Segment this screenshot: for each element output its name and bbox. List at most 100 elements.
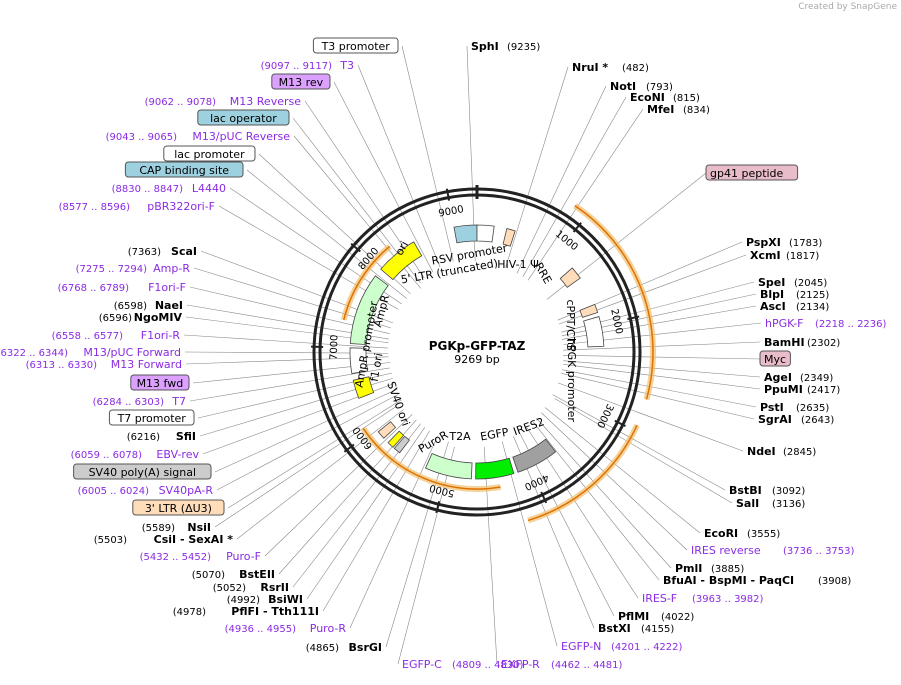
ring-tick bbox=[343, 443, 355, 453]
feature-box-frame bbox=[197, 109, 290, 126]
feature-box-label: SV40 poly(A) signal bbox=[89, 466, 196, 479]
enzyme-site: PstI bbox=[760, 401, 784, 414]
site-position: (9062 .. 9078) bbox=[145, 97, 217, 108]
site-position: (3736 .. 3753) bbox=[783, 546, 855, 557]
enzyme-site: BsiWI bbox=[268, 593, 303, 606]
inner-label: IRES2 bbox=[512, 415, 546, 438]
site-position: (5052) bbox=[213, 583, 246, 594]
leader-line bbox=[527, 108, 644, 281]
leader-line bbox=[306, 427, 426, 600]
leader-line bbox=[401, 45, 454, 262]
puror-band bbox=[425, 452, 473, 480]
ring-tick bbox=[572, 222, 582, 233]
feature-box-frame bbox=[312, 37, 399, 54]
ring-tick-label: 1000 bbox=[553, 229, 580, 254]
enzyme-site: AgeI bbox=[764, 371, 792, 384]
inner-label: EGFP bbox=[479, 426, 510, 444]
enzyme-site: EcoNI bbox=[630, 91, 665, 104]
feature-box-label: lac operator bbox=[210, 112, 277, 125]
rsv-band bbox=[453, 224, 478, 244]
site-position: (6216) bbox=[127, 432, 160, 443]
primer-site: L4440 bbox=[192, 182, 226, 195]
feature-box-label: M13 rev bbox=[279, 76, 324, 89]
enzyme-site: NotI bbox=[610, 80, 636, 93]
primer-site: F1ori-R bbox=[141, 329, 181, 342]
feature-box-frame bbox=[163, 145, 256, 162]
enzyme-site: SphI bbox=[471, 40, 499, 53]
enzyme-site: CsiI - SexAI * bbox=[154, 533, 234, 546]
enzyme-site: BsrGI bbox=[349, 641, 382, 654]
site-position: (6313 .. 6330) bbox=[26, 360, 98, 371]
site-position: (815) bbox=[673, 93, 700, 104]
site-position: (2218 .. 2236) bbox=[815, 319, 887, 330]
primer-site: M13 Forward bbox=[111, 358, 182, 371]
leader-line bbox=[563, 341, 761, 351]
feature-box-label: gp41 peptide bbox=[710, 167, 784, 180]
f1-ori-band bbox=[352, 376, 375, 399]
feature-box: M13 rev bbox=[271, 73, 331, 90]
site-position: (2643) bbox=[801, 415, 834, 426]
primer-site: M13 Reverse bbox=[230, 95, 301, 108]
site-position: (4978) bbox=[173, 607, 206, 618]
feature-box: T7 promoter bbox=[108, 409, 195, 426]
primer-site: SV40pA-R bbox=[159, 484, 214, 497]
leader-line bbox=[557, 382, 744, 452]
snapgene-credit: Created by SnapGene bbox=[798, 2, 897, 12]
site-position: (2302) bbox=[807, 338, 840, 349]
enzyme-site: XcmI bbox=[750, 249, 781, 262]
site-position: (2125) bbox=[796, 290, 829, 301]
site-position: (5070) bbox=[192, 570, 225, 581]
feature-box: gp41 peptide bbox=[705, 164, 799, 181]
map-center: PGKp-GFP-TAZ 9269 bp bbox=[429, 339, 526, 366]
enzyme-site: PflFI - Tth111I bbox=[231, 605, 319, 618]
orange-arc bbox=[527, 424, 638, 522]
site-position: (1817) bbox=[786, 251, 819, 262]
site-position: (4201 .. 4222) bbox=[611, 642, 683, 653]
orange-arc bbox=[574, 205, 654, 400]
inner-label: RRE bbox=[532, 260, 554, 286]
site-position: (5432 .. 5452) bbox=[140, 552, 212, 563]
orange-arc bbox=[343, 245, 391, 321]
site-position: (2349) bbox=[800, 373, 833, 384]
cppt-band bbox=[579, 303, 599, 318]
site-position: (482) bbox=[622, 63, 649, 74]
feature-box: 3' LTR (ΔU3) bbox=[132, 499, 225, 516]
leader-line bbox=[183, 334, 388, 349]
site-position: (2417) bbox=[807, 385, 840, 396]
feature-box-label: T7 promoter bbox=[117, 412, 187, 425]
site-position: (3885) bbox=[711, 564, 744, 575]
inner-label: HIV-1 Ψ bbox=[497, 258, 539, 271]
site-position: (1783) bbox=[789, 238, 822, 249]
primer-site: IRES reverse bbox=[691, 544, 761, 557]
rre-band bbox=[559, 267, 581, 288]
primer-site: T3 bbox=[339, 59, 354, 72]
leader-line bbox=[563, 355, 761, 360]
primer-site: EXFP-R bbox=[501, 658, 540, 671]
inner-label: hPGK promoter bbox=[565, 338, 578, 422]
feature-box: M13 fwd bbox=[130, 374, 190, 391]
outer-labels: SphI(9235)NruI *(482)NotI(793)EcoNI(815)… bbox=[0, 37, 887, 671]
site-position: (3963 .. 3982) bbox=[692, 594, 764, 605]
primer-site: M13/pUC Forward bbox=[83, 346, 181, 359]
sv40-ori-band bbox=[393, 435, 410, 454]
feature-box-frame bbox=[124, 161, 244, 178]
leader-line bbox=[552, 394, 726, 491]
feature-box-label: lac promoter bbox=[174, 148, 245, 161]
enzyme-site: NsiI bbox=[187, 521, 211, 534]
primer-site: EBV-rev bbox=[156, 448, 199, 461]
primer-site: Amp-R bbox=[153, 262, 190, 275]
site-position: (3908) bbox=[818, 576, 851, 587]
egfp-band bbox=[475, 457, 515, 480]
site-position: (6598) bbox=[114, 301, 147, 312]
site-position: (8830 .. 8847) bbox=[112, 184, 184, 195]
enzyme-site: MfeI bbox=[647, 103, 674, 116]
site-position: (2845) bbox=[783, 447, 816, 458]
site-position: (5589) bbox=[142, 523, 175, 534]
ring-tick-label: 3000 bbox=[594, 402, 615, 430]
site-position: (4992) bbox=[227, 595, 260, 606]
primer-site: hPGK-F bbox=[765, 317, 803, 330]
primer-site: M13/pUC Reverse bbox=[192, 130, 290, 143]
primer-site: F1ori-F bbox=[148, 281, 186, 294]
leader-line bbox=[561, 369, 757, 408]
leader-line bbox=[333, 81, 434, 273]
